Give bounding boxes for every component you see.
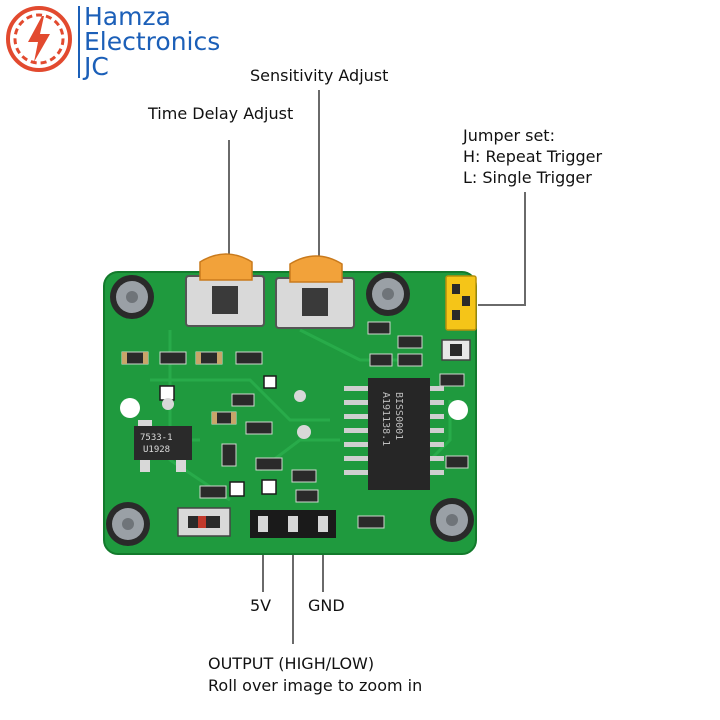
pin-gnd-leader (322, 536, 324, 592)
brand-line-1: Hamza (84, 2, 171, 31)
jumper-title: Jumper set: (463, 126, 555, 145)
output-label: OUTPUT (HIGH/LOW) (208, 654, 375, 673)
lightning-bolt-gear-icon (6, 6, 72, 72)
sensitivity-leader (318, 90, 320, 270)
capacitor-top-left (110, 275, 154, 319)
capacitor-bottom-left (106, 502, 150, 546)
jumper-l-label: L: Single Trigger (463, 168, 592, 187)
zoom-hint[interactable]: Roll over image to zoom in (208, 676, 423, 695)
time-delay-leader (228, 140, 230, 268)
brand-line-3: JC (84, 52, 109, 81)
chip-label-2: A191138.1 (380, 392, 391, 446)
voltage-regulator (134, 420, 192, 472)
brand-divider (78, 6, 80, 78)
pin-5v-label: 5V (250, 596, 272, 615)
jumper-h-label: H: Repeat Trigger (463, 147, 603, 166)
time-delay-potentiometer (185, 253, 265, 327)
brand-logo (4, 4, 74, 74)
capacitor-bottom-right (430, 498, 474, 542)
time-delay-label: Time Delay Adjust (148, 104, 294, 123)
sensitivity-potentiometer (275, 255, 355, 329)
trigger-jumper (445, 275, 477, 331)
pin-5v-leader (262, 536, 264, 592)
chip-label-1: BISS0001 (393, 392, 404, 440)
output-leader (292, 536, 294, 644)
brand-name: Hamza Electronics JC (84, 4, 220, 79)
biss0001-chip (344, 378, 444, 490)
jumper-leader-horizontal (478, 304, 526, 306)
pin-header (250, 510, 336, 538)
regulator-label-2: U1928 (143, 445, 170, 455)
regulator-label-1: 7533-1 (140, 433, 173, 443)
jumper-leader-vertical (524, 192, 526, 306)
brand-line-2: Electronics (84, 27, 221, 56)
pin-gnd-label: GND (308, 596, 345, 615)
sensitivity-label: Sensitivity Adjust (250, 66, 389, 85)
capacitor-top-right (366, 272, 410, 316)
